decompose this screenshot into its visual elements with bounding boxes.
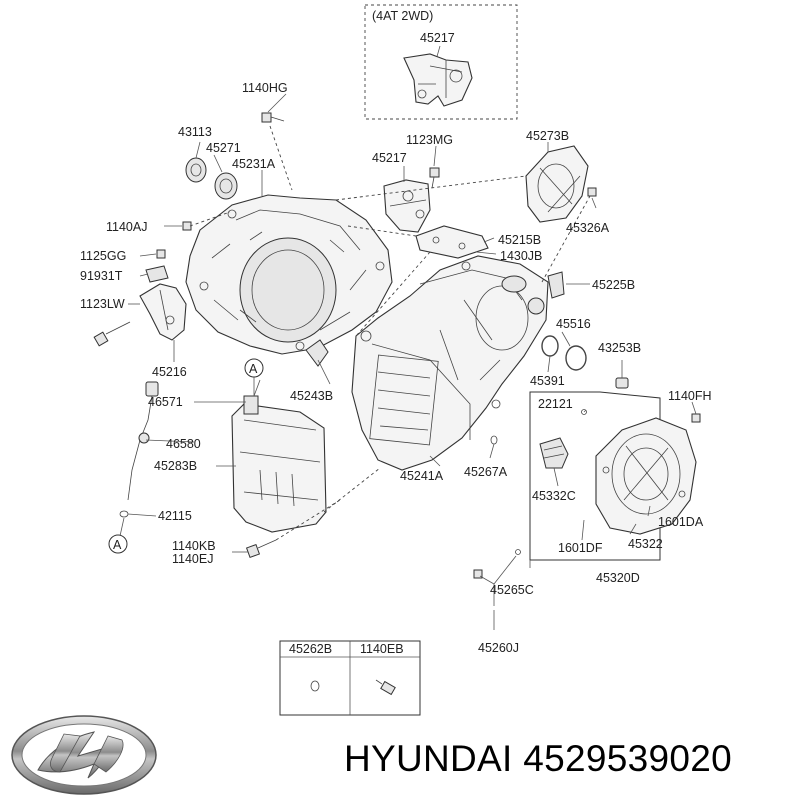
label-45225b: 45225B — [592, 278, 635, 292]
ref-circle-a-bottom: A — [108, 534, 128, 554]
inset-part-label: 45217 — [420, 31, 455, 45]
transaxle-case-45241a — [351, 255, 549, 471]
oil-pan-45283b — [231, 395, 327, 533]
hyundai-logo-icon — [11, 715, 157, 795]
ref-a-bottom-label: A — [113, 538, 122, 552]
label-45283b: 45283B — [154, 459, 197, 473]
label-45273b: 45273B — [526, 129, 569, 143]
o-ring-45391 — [541, 335, 559, 357]
brand-part-number: HYUNDAI 4529539020 — [344, 738, 732, 779]
label-1125gg: 1125GG — [80, 249, 126, 263]
label-45215b: 45215B — [498, 233, 541, 247]
plug-43253b — [615, 377, 629, 389]
parts-table: 45262B 1140EB — [279, 640, 421, 716]
side-cover-45320d — [595, 417, 697, 535]
sensor-91931t — [145, 265, 169, 283]
leader-lines — [119, 93, 697, 630]
label-45271: 45271 — [206, 141, 241, 155]
clip-45243b — [305, 339, 329, 367]
o-ring-45516 — [565, 345, 587, 371]
label-45265c: 45265C — [490, 583, 534, 597]
cover-45273b — [525, 145, 589, 223]
label-1123mg: 1123MG — [406, 133, 453, 147]
label-1123lw: 1123LW — [80, 297, 125, 311]
bracket-45217 — [383, 179, 431, 233]
pin-22121 — [581, 409, 587, 415]
inset-title: (4AT 2WD) — [372, 9, 433, 23]
label-1140hg: 1140HG — [242, 81, 288, 95]
label-45241a: 45241A — [400, 469, 444, 483]
seal-45271 — [214, 172, 238, 200]
label-45332c: 45332C — [532, 489, 576, 503]
label-45231a: 45231A — [232, 157, 276, 171]
o-ring-45262b-icon — [310, 680, 320, 692]
label-1140aj: 1140AJ — [106, 220, 147, 234]
label-45243b: 45243B — [290, 389, 333, 403]
plug-45265c — [473, 549, 521, 579]
label-45216: 45216 — [152, 365, 187, 379]
ref-circle-a-top: A — [244, 358, 264, 378]
label-22121: 22121 — [538, 397, 573, 411]
label-1430jb: 1430JB — [500, 249, 542, 263]
label-42115: 42115 — [158, 509, 192, 523]
label-45217: 45217 — [372, 151, 407, 165]
bell-housing-45231a — [185, 194, 393, 355]
label-43253b: 43253B — [598, 341, 641, 355]
label-1601df: 1601DF — [558, 541, 603, 555]
label-45320d: 45320D — [596, 571, 640, 585]
label-45516: 45516 — [556, 317, 591, 331]
label-1140kb: 1140KB — [172, 539, 216, 553]
o-ring-42115 — [119, 510, 129, 518]
label-1140fh: 1140FH — [668, 389, 712, 403]
label-43113: 43113 — [178, 125, 212, 139]
bolt-1140aj — [182, 221, 192, 231]
inset-4at-2wd: (4AT 2WD) 45217 — [364, 4, 518, 120]
dipstick-46580 — [127, 381, 159, 501]
bolt-1140hg — [261, 112, 285, 123]
label-45322: 45322 — [628, 537, 663, 551]
bracket-45217-inset — [403, 53, 473, 107]
bracket-45216 — [139, 283, 187, 341]
bolt-1123lw — [93, 321, 131, 347]
oil-seal-43113 — [185, 157, 207, 183]
table-header-45262b: 45262B — [289, 642, 332, 656]
label-45391: 45391 — [530, 374, 565, 388]
bolt-1123mg — [429, 167, 440, 189]
label-45267a: 45267A — [464, 465, 508, 479]
bolt-1140eb-icon — [375, 679, 396, 696]
bolt-45326a — [587, 187, 597, 197]
label-46571: 46571 — [148, 395, 183, 409]
label-45326a: 45326A — [566, 221, 610, 235]
bolt-1140fh — [691, 413, 701, 423]
plate-45215b — [415, 225, 489, 259]
label-1140ej: 1140EJ — [172, 552, 213, 566]
ref-a-top-label: A — [249, 362, 258, 376]
guide-lines — [189, 125, 591, 541]
bolt-1140kb — [245, 539, 277, 559]
label-1601da: 1601DA — [658, 515, 704, 529]
washer-45267a — [490, 435, 498, 445]
label-46580: 46580 — [166, 437, 201, 451]
table-header-1140eb: 1140EB — [360, 642, 404, 656]
bolt-1125gg — [156, 249, 166, 259]
label-45260j: 45260J — [478, 641, 519, 655]
bracket-45225b — [547, 271, 565, 299]
label-91931t: 91931T — [80, 269, 123, 283]
filter-45332c — [539, 437, 569, 469]
